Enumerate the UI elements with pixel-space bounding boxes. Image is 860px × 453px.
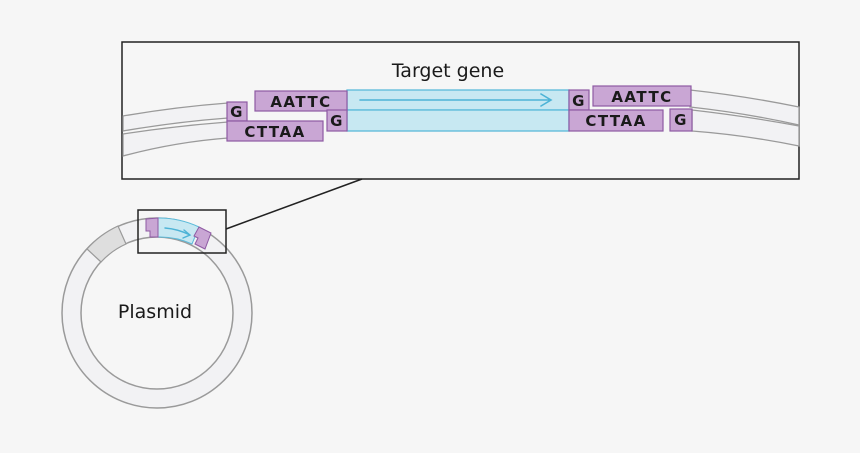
right-cttaa-box xyxy=(568,109,664,132)
right-g-box xyxy=(669,108,693,132)
right-aattc-box xyxy=(592,85,692,107)
left-insert-g-base: G xyxy=(330,112,344,130)
left-aattc-box xyxy=(254,90,348,112)
plasmid-gene-arrow xyxy=(164,227,192,239)
zoom-connector-line xyxy=(225,178,363,230)
right-top-strand xyxy=(689,89,800,126)
right-insert-g-base: G xyxy=(572,92,586,110)
plasmid-label: Plasmid xyxy=(118,301,192,323)
right-bottom-strand xyxy=(691,109,800,147)
left-cttaa-bases: CTTAA xyxy=(244,123,305,141)
plasmid-right-sticky-end xyxy=(193,226,212,250)
plasmid-left-sticky-end xyxy=(145,217,159,238)
right-cttaa-bases: CTTAA xyxy=(585,112,646,130)
plasmid-grey-band xyxy=(86,225,127,263)
left-aattc-bases: AATTC xyxy=(270,93,331,111)
left-g-base: G xyxy=(230,103,244,121)
right-aattc-bases: AATTC xyxy=(611,88,672,106)
left-cttaa-box xyxy=(226,120,324,142)
target-gene-bottom-strand xyxy=(346,109,570,132)
gene-direction-arrow xyxy=(359,93,553,107)
right-g-base: G xyxy=(674,111,688,129)
left-insert-g-box xyxy=(326,109,348,132)
plasmid-zoom-box xyxy=(137,209,227,254)
target-gene-label: Target gene xyxy=(391,60,504,82)
